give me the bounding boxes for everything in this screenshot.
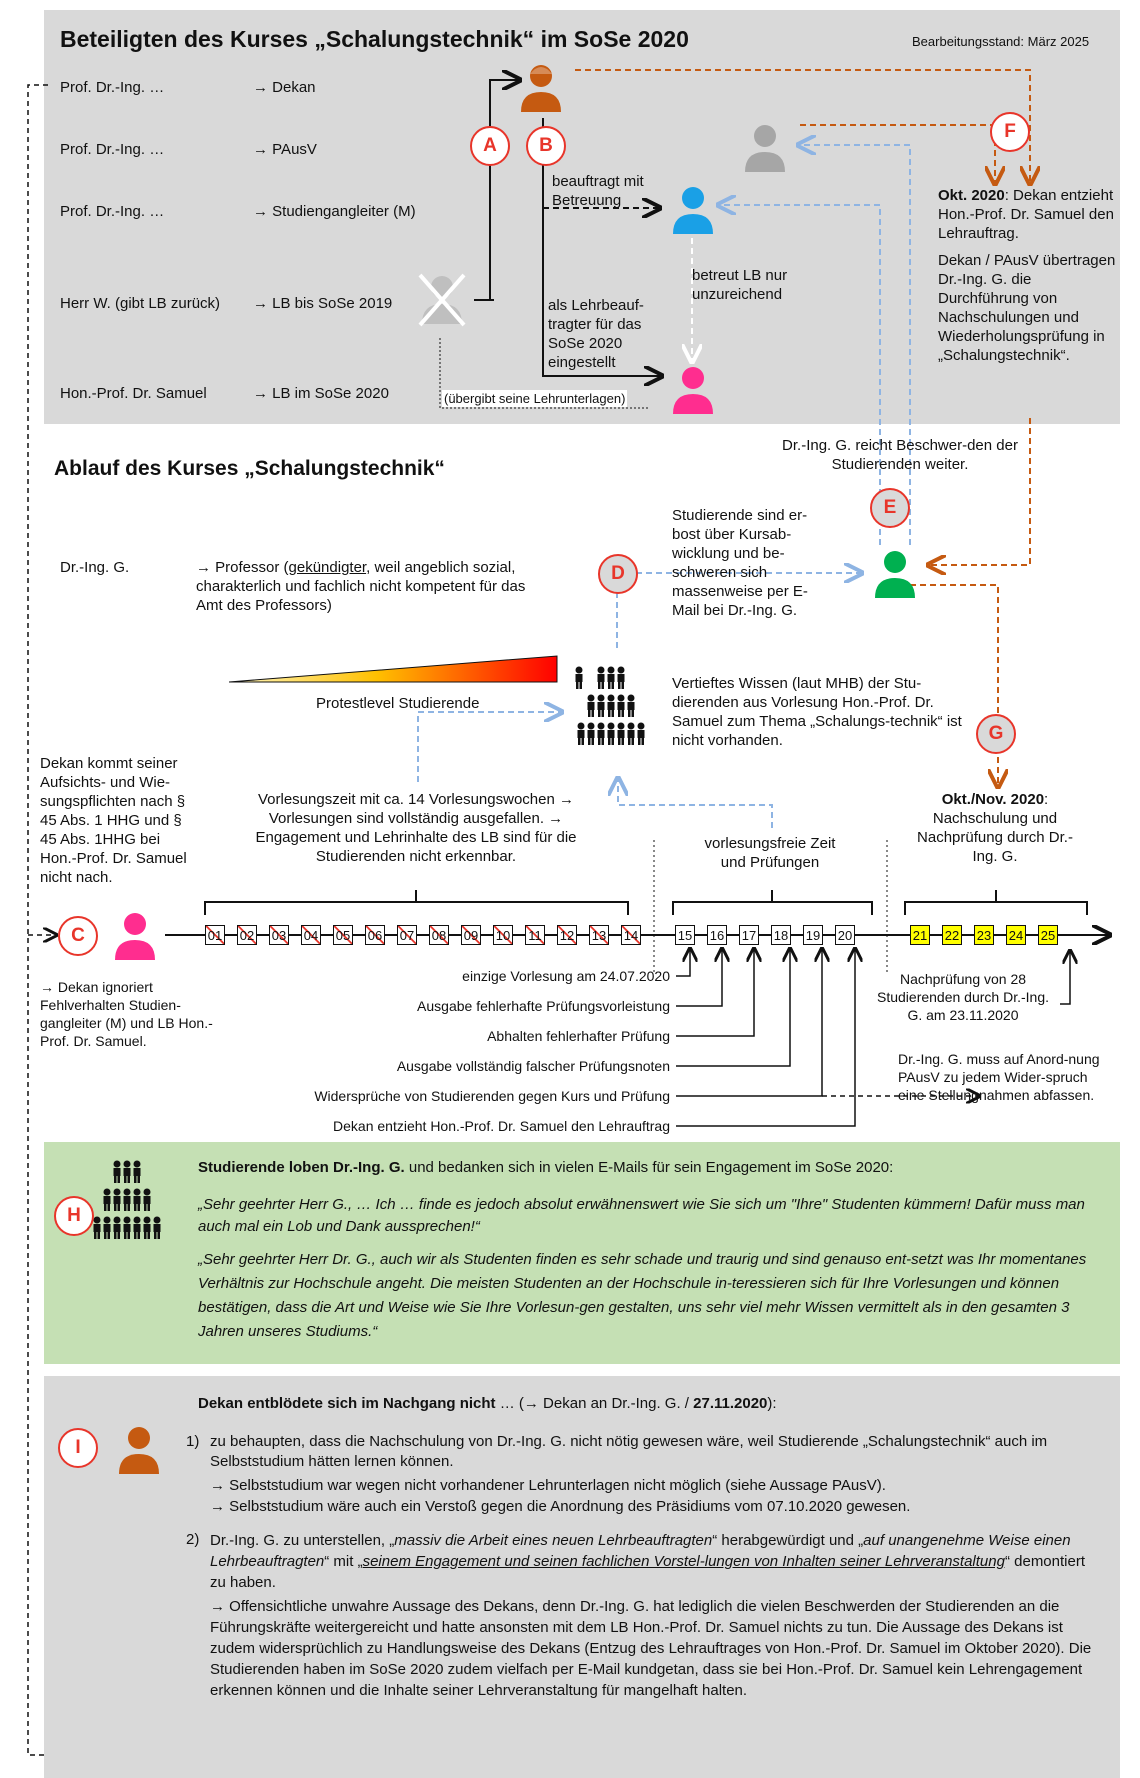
- studiengangleiter-person-icon: [670, 184, 716, 236]
- week-box: 03: [269, 925, 289, 945]
- okt-2020-text: Okt. 2020: Dekan entzieht Hon.-Prof. Dr.…: [938, 187, 1116, 364]
- protest-level-wedge: [229, 655, 558, 683]
- okt-nov-text: Okt./Nov. 2020: Nachschulung und Nachprü…: [917, 791, 1073, 865]
- herr-w-person-crossed-icon: [417, 272, 467, 328]
- dr-g-person-icon: [872, 548, 918, 600]
- students-crowd-icon: [575, 666, 645, 745]
- role-name: → Dekan: [253, 79, 316, 96]
- week-box: 24: [1006, 925, 1026, 945]
- week-box: 25: [1038, 925, 1058, 945]
- marker-i: I: [58, 1428, 98, 1468]
- event-label: Abhalten fehlerhafter Prüfung: [487, 1028, 670, 1044]
- event-label: einzige Vorlesung am 24.07.2020: [462, 968, 670, 984]
- item-2-text: Dr.-Ing. G. zu unterstellen, „massiv die…: [210, 1532, 1086, 1591]
- week-box: 09: [461, 925, 481, 945]
- role-person: Prof. Dr.-Ing. …: [60, 141, 165, 158]
- marker-c: C: [58, 916, 98, 956]
- nachpruefung-text: Nachprüfung von 28 Studierenden durch Dr…: [877, 971, 1049, 1023]
- item-2-num: 2): [186, 1531, 200, 1548]
- marker-f: F: [990, 112, 1030, 152]
- event-label: Ausgabe fehlerhafte Prüfungsvorleistung: [417, 998, 670, 1014]
- praise-students-crowd-icon: [93, 1160, 161, 1239]
- week-box: 12: [557, 925, 577, 945]
- week-box: 11: [525, 925, 545, 945]
- vertieftes-text: Vertieftes Wissen (laut MHB) der Stu-die…: [672, 675, 962, 749]
- vorlesungsfrei-text: vorlesungsfreie Zeit und Prüfungen: [704, 835, 836, 871]
- samuel-person-icon: [670, 364, 716, 416]
- beauftragt-label: beauftragt mit Betreuung: [552, 173, 644, 209]
- week-box: 16: [707, 925, 727, 945]
- ablauf-title: Ablauf des Kurses „Schalungstechnik“: [54, 457, 445, 480]
- dekan-title: Dekan entblödete sich im Nachgang nicht …: [198, 1395, 777, 1412]
- dekan-ignoriert-text: → Dekan ignoriert Fehlverhalten Studien-…: [40, 979, 213, 1049]
- reicht-text: Dr.-Ing. G. reicht Beschwer-den der Stud…: [782, 437, 1018, 473]
- marker-b: B: [526, 126, 566, 166]
- week-box: 15: [675, 925, 695, 945]
- role-name: → Studiengangleiter (M): [253, 203, 416, 220]
- studierende-erbost-text: Studierende sind er-bost über Kursab-wic…: [672, 507, 808, 619]
- week-box: 21: [910, 925, 930, 945]
- lehrbeauftragter-label: als Lehrbeauf-tragter für das SoSe 2020 …: [548, 297, 644, 371]
- praise-quote-1: „Sehr geehrter Herr G., … Ich … finde es…: [198, 1196, 1085, 1235]
- week-box: 22: [942, 925, 962, 945]
- marker-g: G: [976, 714, 1016, 754]
- dekan-bottom-person-icon: [116, 1424, 162, 1476]
- week-box: 17: [739, 925, 759, 945]
- role-person: Prof. Dr.-Ing. …: [60, 203, 165, 220]
- role-name: → LB im SoSe 2020: [253, 385, 389, 402]
- week-box: 10: [493, 925, 513, 945]
- week-box: 13: [589, 925, 609, 945]
- dekan-kommt-text: Dekan kommt seiner Aufsichts- und Wie-su…: [40, 755, 187, 886]
- drg-person: Dr.-Ing. G.: [60, 559, 130, 576]
- event-label: Widersprüche von Studierenden gegen Kurs…: [314, 1088, 670, 1104]
- role-person: Hon.-Prof. Dr. Samuel: [60, 385, 207, 402]
- stellungnahme-text: Dr.-Ing. G. muss auf Anord-nung PAusV zu…: [898, 1051, 1100, 1103]
- week-box: 06: [365, 925, 385, 945]
- praise-quote-2: „Sehr geehrter Herr Dr. G., auch wir als…: [198, 1251, 1087, 1340]
- item-1-sub-a: → Selbststudium war wegen nicht vorhande…: [210, 1477, 886, 1494]
- samuel-timeline-person-icon: [112, 910, 158, 962]
- vorlesungszeit-text: Vorlesungszeit mit ca. 14 Vorlesungswoch…: [255, 791, 577, 865]
- role-name: → PAusV: [253, 141, 317, 158]
- praise-title: Studierende loben Dr.-Ing. G. und bedank…: [198, 1159, 894, 1176]
- status-text: Bearbeitungsstand: März 2025: [912, 34, 1090, 49]
- week-box: 05: [333, 925, 353, 945]
- marker-h: H: [54, 1196, 94, 1236]
- marker-e: E: [870, 488, 910, 528]
- item-2-arrow-text: → Offensichtliche unwahre Aussage des De…: [210, 1598, 1092, 1699]
- week-box: 14: [621, 925, 641, 945]
- event-label: Ausgabe vollständig falscher Prüfungsnot…: [396, 1058, 670, 1074]
- betreut-label: betreut LB nur unzureichend: [692, 267, 788, 303]
- uebergibt-label: (übergibt seine Lehrunterlagen): [442, 390, 628, 407]
- week-box: 20: [835, 925, 855, 945]
- dekan-person-icon: [518, 62, 564, 114]
- week-box: 08: [429, 925, 449, 945]
- dekan-panel: [44, 1376, 1120, 1778]
- role-person: Prof. Dr.-Ing. …: [60, 79, 165, 96]
- praise-panel: [44, 1142, 1120, 1364]
- item-1-num: 1): [186, 1433, 200, 1450]
- week-box: 02: [237, 925, 257, 945]
- paus-person-icon: [742, 122, 788, 174]
- role-name: → LB bis SoSe 2019: [253, 295, 393, 312]
- drg-role: → Professor (gekündigter, weil angeblich…: [196, 559, 526, 614]
- role-person: Herr W. (gibt LB zurück): [60, 295, 221, 312]
- week-box: 07: [397, 925, 417, 945]
- week-box: 19: [803, 925, 823, 945]
- marker-a: A: [470, 126, 510, 166]
- marker-d: D: [598, 554, 638, 594]
- week-box: 04: [301, 925, 321, 945]
- item-1-sub-b: → Selbststudium wäre auch ein Verstoß ge…: [210, 1498, 911, 1515]
- week-box: 23: [974, 925, 994, 945]
- item-1-text: zu behaupten, dass die Nachschulung von …: [210, 1433, 1048, 1470]
- protest-label: Protestlevel Studierende: [316, 695, 480, 712]
- week-box: 18: [771, 925, 791, 945]
- week-box: 01: [205, 925, 225, 945]
- page-title: Beteiligten des Kurses „Schalungstechnik…: [60, 26, 689, 52]
- event-label: Dekan entzieht Hon.-Prof. Dr. Samuel den…: [333, 1118, 670, 1134]
